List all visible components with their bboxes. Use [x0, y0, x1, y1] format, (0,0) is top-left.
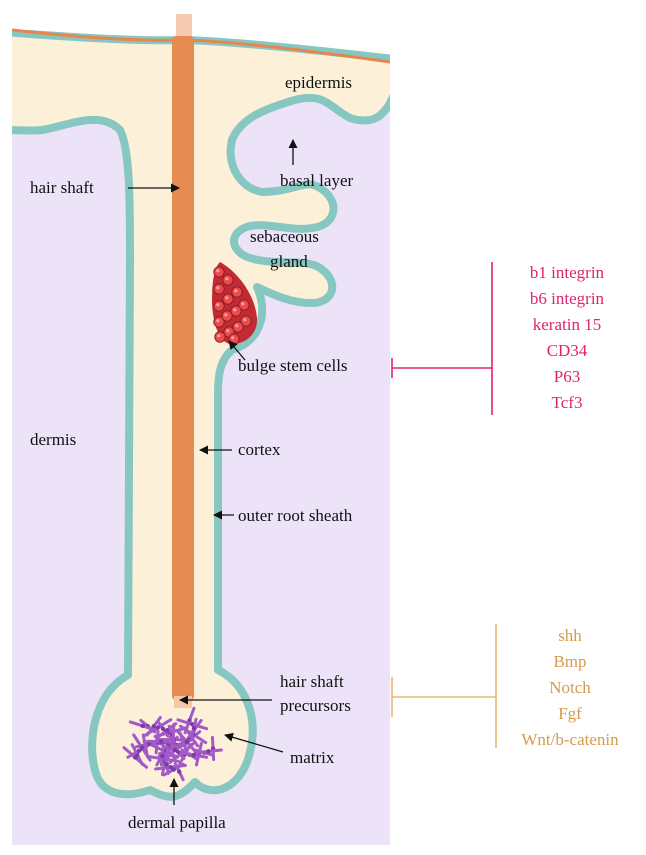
signaling-factor-3: Fgf [558, 704, 582, 723]
label-epidermis: epidermis [285, 73, 352, 92]
label-cortex: cortex [238, 440, 281, 459]
hair-shaft [172, 36, 194, 700]
stem-cell-marker-list: b1 integrin b6 integrin keratin 15 CD34P63T… [530, 263, 605, 412]
stem-cell-marker-2: keratin 15 [533, 315, 601, 334]
signaling-factor-0: shh [558, 626, 582, 645]
label-sebaceous-line1: sebaceous [250, 227, 319, 246]
label-basal-layer: basal layer [280, 171, 353, 190]
signaling-factor-4: Wnt/b-catenin [521, 730, 619, 749]
hair-shaft-base [174, 696, 192, 708]
signaling-factor-2: Notch [549, 678, 591, 697]
label-dermis: dermis [30, 430, 76, 449]
label-dermal-papilla: dermal papilla [128, 813, 226, 832]
stem-cell-marker-4: P63 [554, 367, 580, 386]
stem-cell-marker-3: CD34 [547, 341, 588, 360]
stem-cell-marker-1: b6 integrin [530, 289, 605, 308]
label-outer-root-sheath: outer root sheath [238, 506, 353, 525]
label-sebaceous-line2: gland [270, 252, 308, 271]
signaling-factor-1: Bmp [553, 652, 586, 671]
stem-cell-marker-5: Tcf3 [552, 393, 583, 412]
stem-cell-marker-bracket [392, 262, 492, 415]
label-precursors-line2: precursors [280, 696, 351, 715]
label-bulge-stem-cells: bulge stem cells [238, 356, 348, 375]
label-hair-shaft: hair shaft [30, 178, 94, 197]
signaling-factor-bracket [392, 624, 496, 748]
label-precursors-line1: hair shaft [280, 672, 344, 691]
label-matrix: matrix [290, 748, 335, 767]
stem-cell-marker-0: b1 integrin [530, 263, 605, 282]
